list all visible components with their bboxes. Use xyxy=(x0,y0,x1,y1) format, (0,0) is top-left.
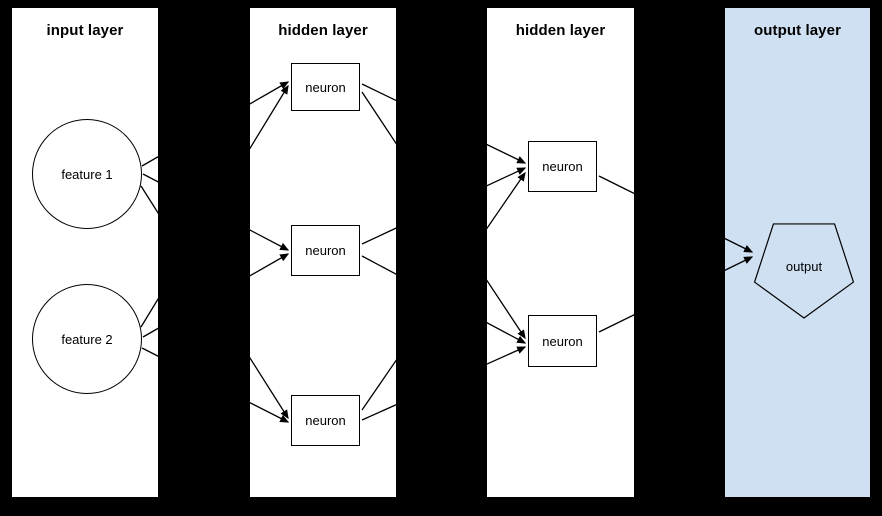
node-label-feature-2: feature 2 xyxy=(61,331,113,347)
node-label-feature-1: feature 1 xyxy=(61,166,113,182)
gap-hidden2-output xyxy=(634,0,725,516)
layer-column-hidden-2[interactable]: hidden layer xyxy=(487,8,634,497)
layer-title-input: input layer xyxy=(46,22,124,39)
node-label-hidden2-neuron-1: neuron xyxy=(542,159,583,174)
layer-title-hidden-1: hidden layer xyxy=(278,22,368,39)
pentagon-icon xyxy=(753,223,855,319)
node-hidden1-neuron-1[interactable]: neuron xyxy=(291,63,360,111)
node-hidden1-neuron-3[interactable]: neuron xyxy=(291,395,360,446)
node-label-output-node: output xyxy=(785,258,823,274)
node-label-hidden1-neuron-3: neuron xyxy=(305,413,346,428)
node-feature-2[interactable]: feature 2 xyxy=(32,284,142,394)
node-label-hidden1-neuron-2: neuron xyxy=(305,243,346,258)
node-label-hidden2-neuron-2: neuron xyxy=(542,333,583,349)
node-hidden2-neuron-2[interactable]: neuron xyxy=(528,315,597,367)
node-hidden2-neuron-1[interactable]: neuron xyxy=(528,141,597,192)
node-hidden1-neuron-2[interactable]: neuron xyxy=(291,225,360,276)
node-output-node[interactable]: output xyxy=(749,211,859,321)
node-feature-1[interactable]: feature 1 xyxy=(32,119,142,229)
layer-column-input[interactable]: input layer xyxy=(12,8,158,497)
layer-title-output: output layer xyxy=(753,22,842,39)
layer-title-hidden-2: hidden layer xyxy=(515,22,606,39)
gap-hidden1-hidden2 xyxy=(396,0,487,516)
node-label-hidden1-neuron-1: neuron xyxy=(305,79,346,95)
gap-input-hidden1 xyxy=(158,0,250,516)
